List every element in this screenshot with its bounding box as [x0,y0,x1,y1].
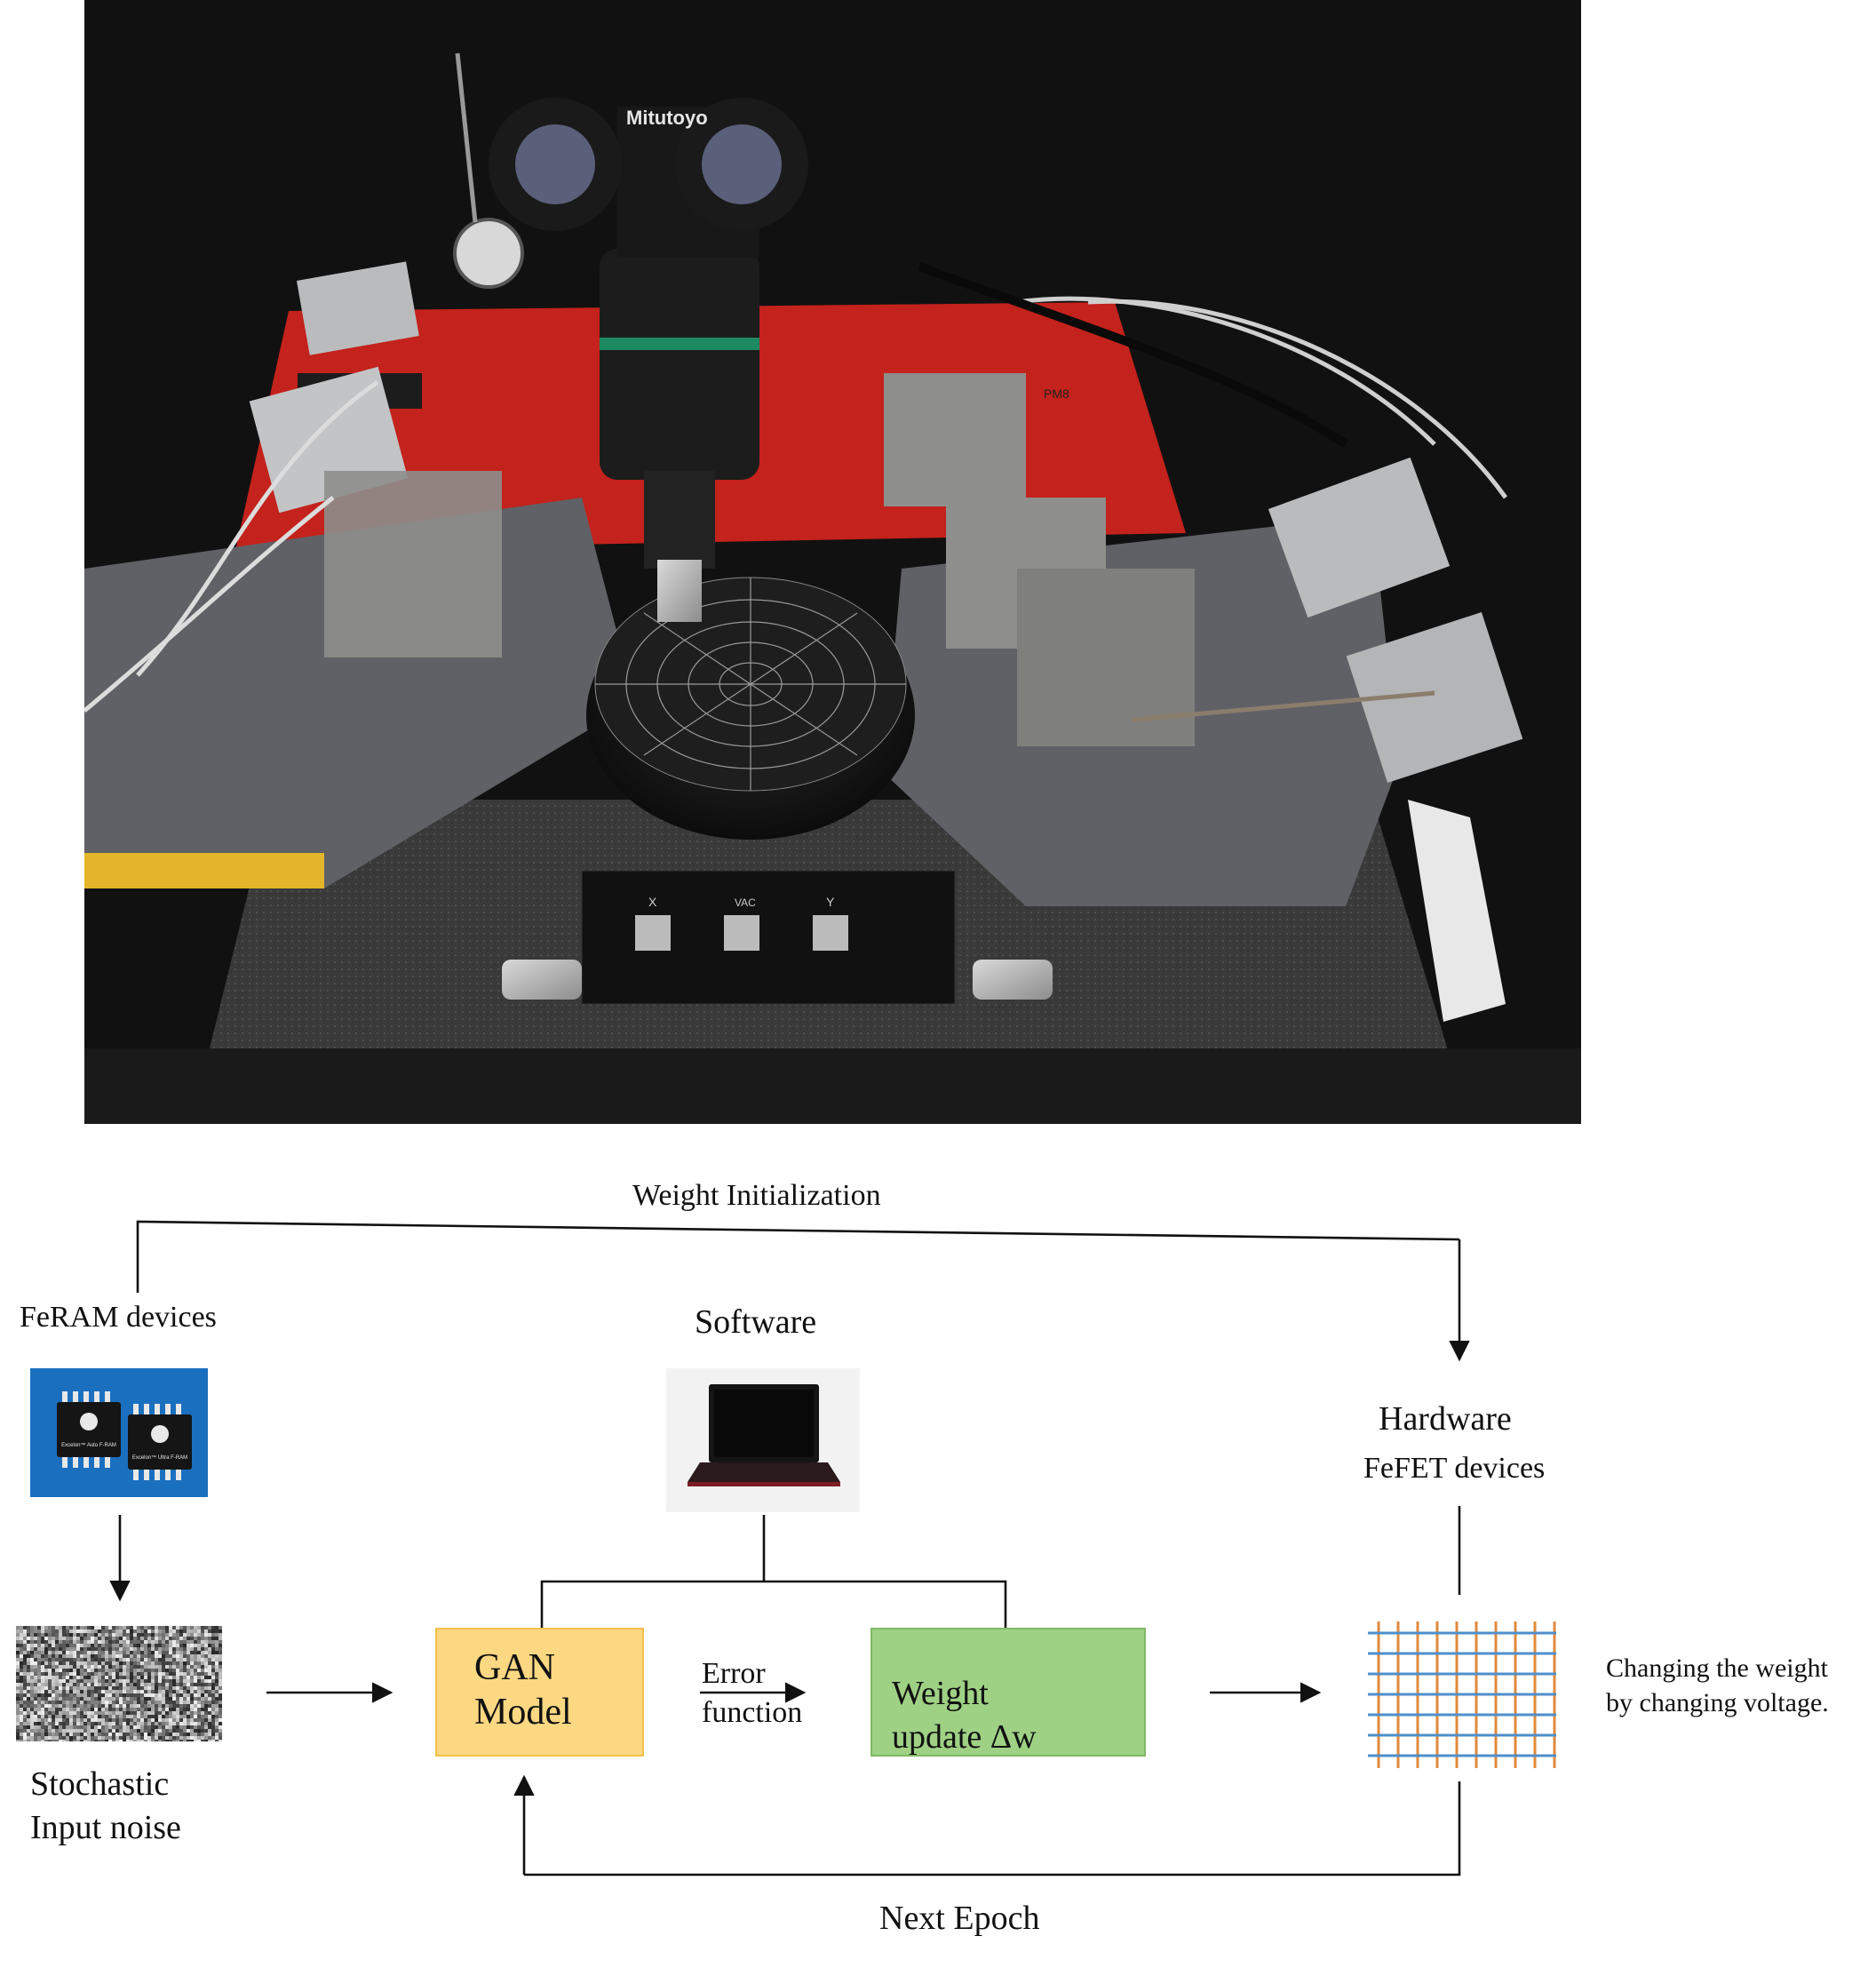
right-probe-head-2 [1346,611,1523,784]
svg-text:Excelon™ Ultra F-RAM: Excelon™ Ultra F-RAM [132,1454,187,1461]
feram-label: FeRAM devices [20,1301,217,1334]
software-bracket [540,1580,1007,1629]
changing-voltage-label: Changing the weight by changing voltage. [1606,1653,1829,1717]
chip-2: Excelon™ Ultra F-RAM [128,1404,192,1480]
hardware-label: Hardware [1379,1400,1512,1438]
weight-init-label: Weight Initialization [632,1179,881,1212]
svg-text:Mitutoyo: Mitutoyo [626,107,708,129]
probe-station-photo: PM8 X VAC Y Mitutoyo [84,0,1581,1124]
weight-update-box: Weight update Δw [870,1628,1146,1757]
svg-text:Y: Y [826,895,835,909]
laptop-image [666,1368,860,1512]
fefet-crossbar [1368,1621,1556,1768]
svg-text:X: X [648,895,657,909]
gan-model-box: GAN Model [435,1628,644,1757]
weight-init-line [136,1220,1460,1293]
software-label: Software [695,1303,817,1341]
error-function-label: Error function [702,1657,803,1730]
input-noise-image [16,1626,222,1743]
right-manipulator-1 [884,373,1026,506]
left-manipulator [324,471,502,657]
microscope: Mitutoyo [489,18,808,622]
fefet-label: FeFET devices [1363,1452,1546,1485]
next-epoch-label: Next Epoch [879,1900,1040,1937]
feram-chip-image: Excelon™ Auto F-RAM Excelon™ Ultra F-RAM [30,1368,208,1497]
svg-text:VAC: VAC [735,896,756,909]
chip-1: Excelon™ Auto F-RAM [57,1391,121,1468]
svg-text:Excelon™ Auto F-RAM: Excelon™ Auto F-RAM [61,1442,116,1448]
left-probe-head-1 [296,261,419,355]
next-epoch-line [524,1781,1461,1876]
noise-label: Stochastic Input noise [30,1765,181,1847]
right-probe-head-1 [1268,457,1451,618]
photo-pm8-label: PM8 [1044,386,1069,401]
